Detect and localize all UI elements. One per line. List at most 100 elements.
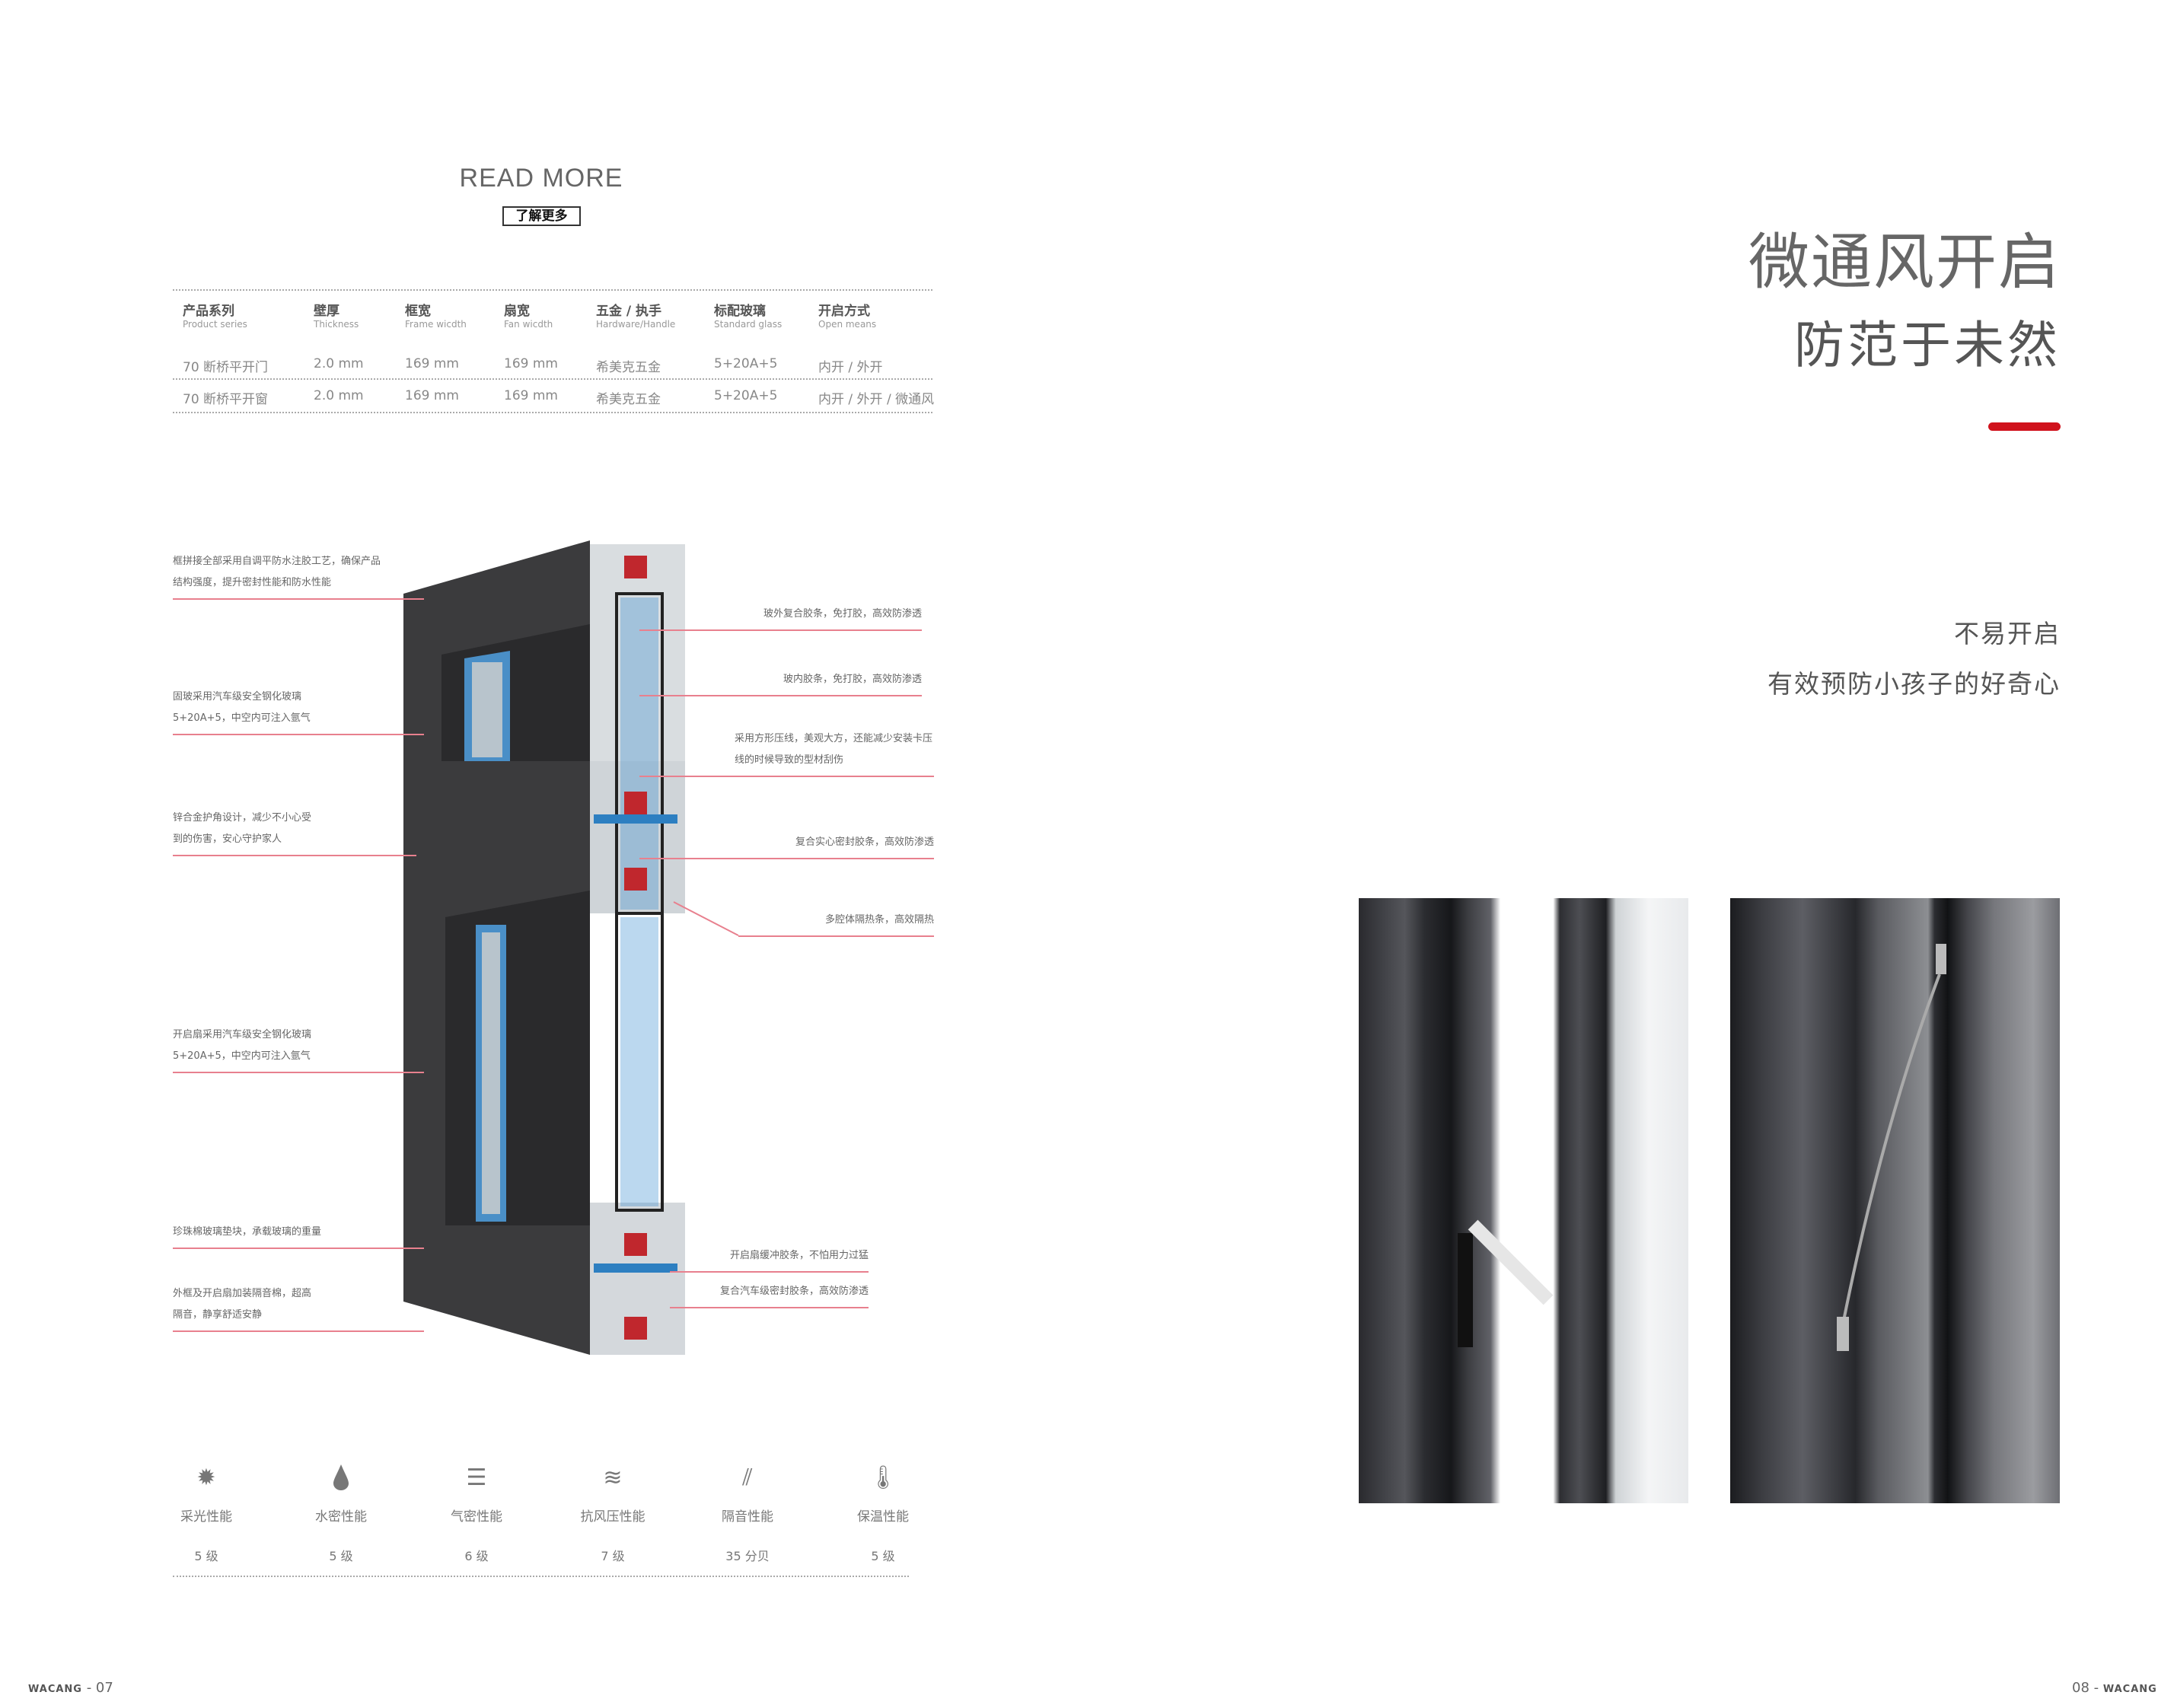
column-header-en: Standard glass <box>714 319 783 330</box>
brand-logo: WACANG <box>2102 1684 2157 1695</box>
column-header-en: Product series <box>183 319 247 330</box>
table-cell: 5+20A+5 <box>714 388 778 403</box>
annotation-line-2: 到的伤害，安心守护家人 <box>173 833 282 845</box>
footer-left: WACANG - 07 <box>28 1680 113 1696</box>
table-cell: 2.0 mm <box>314 356 364 371</box>
annotation-line-1: 锌合金护角设计，减少不小心受 <box>173 812 312 824</box>
photo-window-stay-arm <box>1359 898 1688 1503</box>
table-cell: 169 mm <box>405 356 459 371</box>
title-secondary: 防范于未然 <box>1794 316 2061 374</box>
wind-icon: ≋ <box>603 1464 623 1491</box>
table-cell: 70 断桥平开门 <box>183 360 269 375</box>
subtitle-2: 有效预防小孩子的好奇心 <box>1768 669 2061 699</box>
column-header: 五金 / 执手 <box>596 304 662 319</box>
performance-value: 35 分贝 <box>725 1549 770 1563</box>
annotation-line-1: 多腔体隔热条，高效隔热 <box>824 914 934 926</box>
leader-line <box>639 776 934 777</box>
annotation-line-2: 5+20A+5，中空内可注入氩气 <box>173 712 311 724</box>
sound-mute-icon: ⫽ <box>742 1464 753 1491</box>
annotation-line-1: 珍珠棉玻璃垫块，承载玻璃的重量 <box>173 1226 322 1238</box>
annotation-right: 多腔体隔热条，高效隔热 <box>675 910 934 931</box>
sun-icon: ✹ <box>196 1464 216 1491</box>
annotation-left: 开启扇采用汽车级安全钢化玻璃 5+20A+5，中空内可注入氩气 <box>173 1024 401 1067</box>
table-divider <box>173 289 932 291</box>
performance-item: 水密性能 5 级 <box>280 1463 402 1564</box>
window-profile-illustration <box>403 540 685 1355</box>
leader-line <box>639 858 934 859</box>
read-more-heading: READ MORE <box>459 164 623 193</box>
column-header: 产品系列 <box>183 304 234 319</box>
performance-label: 采光性能 <box>180 1509 232 1525</box>
annotation-line-2: 5+20A+5，中空内可注入氩气 <box>173 1050 311 1062</box>
table-cell: 5+20A+5 <box>714 356 778 371</box>
annotation-left: 固玻采用汽车级安全钢化玻璃 5+20A+5，中空内可注入氩气 <box>173 687 401 729</box>
column-header-en: Open means <box>818 319 877 330</box>
annotation-right: 开启扇缓冲胶条，不怕用力过猛 <box>610 1245 869 1267</box>
column-header: 壁厚 <box>314 304 339 319</box>
annotation-line-1: 开启扇采用汽车级安全钢化玻璃 <box>173 1029 312 1040</box>
annotation-line-1: 采用方形压线，美观大方，还能减少安装卡压 <box>735 733 933 744</box>
leader-line <box>738 935 934 937</box>
thermometer-icon: 🌡 <box>868 1464 898 1491</box>
column-header: 标配玻璃 <box>714 304 766 319</box>
annotation-right: 复合汽车级密封胶条，高效防渗透 <box>610 1281 869 1302</box>
annotation-line-2: 线的时候导致的型材刮伤 <box>735 754 844 766</box>
annotation-line-2: 隔音，静享舒适安静 <box>173 1309 263 1321</box>
table-cell: 169 mm <box>504 388 558 403</box>
page-number: - 07 <box>86 1680 113 1696</box>
footer-right: 08 - WACANG <box>2072 1680 2157 1696</box>
table-cell: 169 mm <box>504 356 558 371</box>
annotation-left: 锌合金护角设计，减少不小心受到的伤害，安心守护家人 <box>173 808 401 850</box>
annotation-line-1: 玻外复合胶条，免打胶，高效防渗透 <box>763 608 922 620</box>
annotation-line-1: 玻内胶条，免打胶，高效防渗透 <box>783 674 922 685</box>
performance-label: 水密性能 <box>315 1509 367 1525</box>
performance-label: 抗风压性能 <box>580 1509 645 1525</box>
learn-more-button[interactable]: 了解更多 <box>502 206 581 226</box>
annotation-right: 采用方形压线，美观大方，还能减少安装卡压线的时候导致的型材刮伤 <box>735 728 934 771</box>
annotation-left: 外框及开启扇加装隔音棉，超高隔音，静享舒适安静 <box>173 1283 401 1326</box>
performance-label: 保温性能 <box>857 1509 909 1525</box>
annotation-line-1: 开启扇缓冲胶条，不怕用力过猛 <box>729 1250 869 1261</box>
annotation-right: 玻内胶条，免打胶，高效防渗透 <box>663 669 922 690</box>
column-header: 开启方式 <box>818 304 870 319</box>
table-cell: 希美克五金 <box>596 392 661 407</box>
leader-line <box>639 629 922 631</box>
table-cell: 169 mm <box>405 388 459 403</box>
performance-divider <box>173 1576 909 1577</box>
table-cell: 希美克五金 <box>596 360 661 375</box>
performance-value: 5 级 <box>329 1549 353 1563</box>
table-divider <box>173 378 932 380</box>
photo-window-restrictor-cable <box>1730 898 2060 1503</box>
annotation-line-1: 固玻采用汽车级安全钢化玻璃 <box>173 691 302 703</box>
leader-line <box>173 1248 424 1249</box>
leader-line <box>670 1271 869 1273</box>
column-header-en: Frame wicdth <box>405 319 467 330</box>
annotation-line-1: 复合实心密封胶条，高效防渗透 <box>795 836 934 848</box>
performance-value: 5 级 <box>194 1549 218 1563</box>
performance-label: 气密性能 <box>451 1509 502 1525</box>
annotation-line-1: 复合汽车级密封胶条，高效防渗透 <box>719 1286 869 1297</box>
column-header: 框宽 <box>405 304 431 319</box>
column-header-en: Hardware/Handle <box>596 319 676 330</box>
table-divider <box>173 412 932 413</box>
performance-value: 5 级 <box>871 1549 895 1563</box>
performance-value: 7 级 <box>601 1549 625 1563</box>
air-lines-icon: ☰ <box>466 1464 487 1491</box>
leader-line <box>173 734 424 735</box>
water-drop-icon <box>280 1463 402 1493</box>
performance-item: ≋ 抗风压性能 7 级 <box>552 1463 674 1564</box>
table-cell: 2.0 mm <box>314 388 364 403</box>
leader-line <box>173 598 424 600</box>
brand-logo: WACANG <box>28 1684 82 1695</box>
leader-line-diagonal <box>673 901 739 936</box>
performance-item: ☰ 气密性能 6 级 <box>416 1463 537 1564</box>
title-primary: 微通风开启 <box>1748 227 2061 298</box>
column-header-en: Thickness <box>314 319 359 330</box>
leader-line <box>670 1307 869 1308</box>
performance-item: ✹ 采光性能 5 级 <box>145 1463 267 1564</box>
column-header: 扇宽 <box>504 304 530 319</box>
performance-value: 6 级 <box>464 1549 489 1563</box>
table-cell: 内开 / 外开 / 微通风 <box>818 392 935 407</box>
leader-line <box>173 1330 424 1332</box>
